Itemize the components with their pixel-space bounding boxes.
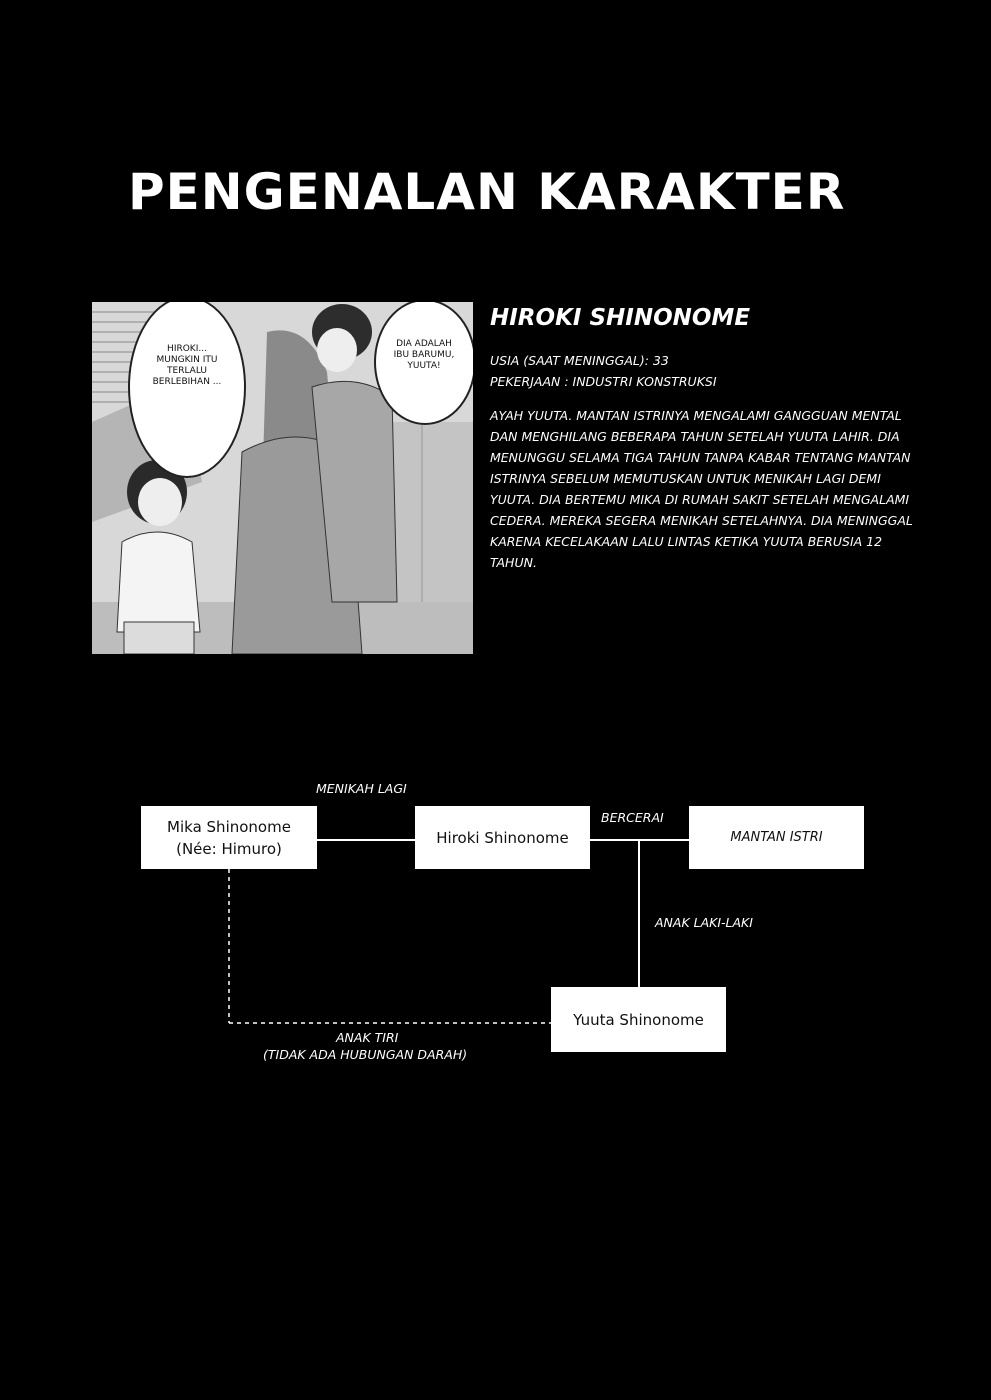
page-title: PENGENALAN KARAKTER [128, 163, 846, 221]
label-divorced: BERCERAI [601, 810, 664, 825]
mika-name: Mika Shinonome [167, 817, 291, 836]
character-name: HIROKI SHINONOME [490, 305, 751, 331]
character-age: USIA (SAAT MENINGGAL): 33 [490, 353, 669, 368]
node-hiroki-shinonome: Hiroki Shinonome [415, 806, 590, 869]
hiroki-name: Hiroki Shinonome [436, 828, 569, 847]
node-ex-wife: MANTAN ISTRI [689, 806, 864, 869]
speech-bubble-right: DIA ADALAH IBU BARUMU, YUUTA! [393, 339, 455, 371]
ex-wife-label: MANTAN ISTRI [730, 829, 823, 845]
speech-bubble-left: HIROKI... MUNGKIN ITU TERLALU BERLEBIHAN… [152, 344, 222, 387]
character-occupation: PEKERJAAN : INDUSTRI KONSTRUKSI [490, 374, 717, 389]
node-yuuta-shinonome: Yuuta Shinonome [551, 987, 726, 1052]
yuuta-name: Yuuta Shinonome [573, 1010, 704, 1029]
label-no-blood-relation: (TIDAK ADA HUBUNGAN DARAH) [263, 1047, 468, 1062]
character-description: AYAH YUUTA. MANTAN ISTRINYA MENGALAMI GA… [490, 408, 913, 570]
manga-panel-image: HIROKI... MUNGKIN ITU TERLALU BERLEBIHAN… [92, 302, 473, 654]
label-remarried: MENIKAH LAGI [316, 781, 407, 796]
label-stepchild: ANAK TIRI [336, 1030, 399, 1045]
label-son: ANAK LAKI-LAKI [655, 915, 753, 930]
node-mika-shinonome: Mika Shinonome (Née: Himuro) [141, 806, 317, 869]
manga-illustration [92, 302, 473, 654]
mika-maiden-name: (Née: Himuro) [176, 839, 282, 858]
